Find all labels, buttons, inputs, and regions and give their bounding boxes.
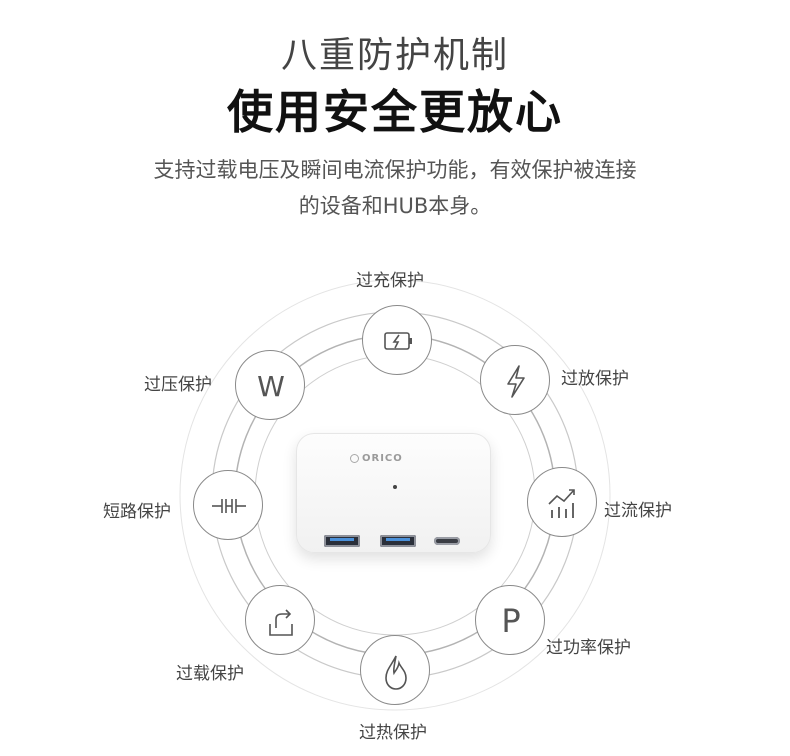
label-overvoltage: 过压保护 — [144, 375, 212, 395]
usb-hub-device: ORICO — [296, 433, 491, 553]
short-circuit-icon — [193, 470, 263, 540]
description-line-2: 的设备和HUB本身。 — [298, 194, 492, 218]
brand-logo-icon — [350, 454, 359, 463]
lightning-icon — [480, 345, 550, 415]
description-line-1: 支持过载电压及瞬间电流保护功能，有效保护被连接 — [153, 158, 637, 182]
outer-ring — [179, 279, 611, 711]
label-overload: 过载保护 — [176, 664, 244, 684]
usb-a-port — [324, 535, 360, 547]
watt-w-icon: W — [235, 350, 305, 420]
rising-chart-icon — [527, 467, 597, 537]
usb-c-port — [434, 537, 460, 545]
flame-icon — [360, 635, 430, 705]
usb-a-port — [380, 535, 416, 547]
label-overheat: 过热保护 — [359, 723, 427, 743]
svg-text:W: W — [257, 370, 285, 403]
label-overcurrent: 过流保护 — [604, 501, 672, 521]
battery-charge-icon — [362, 305, 432, 375]
title-line-2: 使用安全更放心 — [227, 85, 563, 139]
label-overpower: 过功率保护 — [546, 638, 631, 658]
title-line-1: 八重防护机制 — [280, 35, 509, 76]
brand-logo-text: ORICO — [362, 453, 403, 464]
label-overdischarge: 过放保护 — [561, 369, 629, 389]
label-overcharge: 过充保护 — [356, 271, 424, 291]
label-short-circuit: 短路保护 — [103, 502, 171, 522]
svg-text:P: P — [501, 602, 520, 640]
load-export-icon — [245, 585, 315, 655]
power-p-icon: P — [475, 585, 545, 655]
status-led — [393, 485, 397, 489]
